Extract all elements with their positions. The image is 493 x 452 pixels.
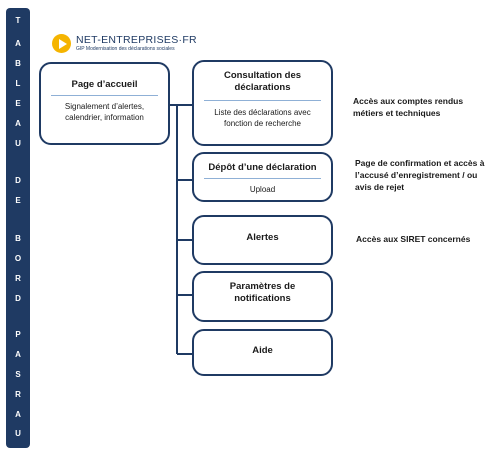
sidebar-letter: D xyxy=(15,176,21,185)
sidebar-letter: A xyxy=(15,39,21,48)
sidebar-letter: T xyxy=(15,16,21,25)
sidebar-letter: S xyxy=(15,370,21,379)
sidebar-letter: L xyxy=(15,79,21,88)
depot-box[interactable]: Dépôt d’une déclaration Upload xyxy=(192,152,333,202)
home-title: Page d’accueil xyxy=(71,79,138,90)
sidebar-letter: P xyxy=(15,330,21,339)
sidebar-letter: R xyxy=(15,390,21,399)
consultation-description: Liste des déclarations avec fonction de … xyxy=(214,108,311,128)
home-description: Signalement d’alertes, calendrier, infor… xyxy=(64,102,145,122)
consultation-separator xyxy=(204,100,321,101)
logo-tagline: GIP Modernisation des déclarations socia… xyxy=(76,46,175,52)
home-box[interactable]: Page d’accueil Signalement d’alertes, ca… xyxy=(39,62,170,145)
consultation-box[interactable]: Consultation des déclarations Liste des … xyxy=(192,60,333,146)
sidebar-letter: D xyxy=(15,294,21,303)
parametres-title: Paramètres de notifications xyxy=(229,281,296,304)
parametres-box[interactable]: Paramètres de notifications xyxy=(192,271,333,322)
sidebar-letter: R xyxy=(15,274,21,283)
depot-description: Upload xyxy=(249,185,276,194)
sidebar-letter: U xyxy=(15,139,21,148)
sidebar-letter: E xyxy=(15,99,21,108)
sidebar-letter: A xyxy=(15,350,21,359)
home-separator xyxy=(51,95,158,96)
alertes-note: Accès aux SIRET concernés xyxy=(356,234,471,244)
sidebar-letter: E xyxy=(15,196,21,205)
sidebar-letter: B xyxy=(15,234,21,243)
sidebar-banner: T A B L E A U D E B O R D P A S R A U xyxy=(6,8,30,448)
depot-note: Page de confirmation et accès à l’accusé… xyxy=(355,158,485,192)
logo-name: NET-ENTREPRISES·FR xyxy=(76,34,197,46)
sidebar-letter: B xyxy=(15,59,21,68)
alertes-title: Alertes xyxy=(246,232,279,243)
consultation-title: Consultation des déclarations xyxy=(223,70,302,93)
play-icon xyxy=(52,34,71,53)
sidebar-letter: O xyxy=(14,254,22,263)
net-entreprises-logo: NET-ENTREPRISES·FR GIP Modernisation des… xyxy=(52,33,212,55)
aide-box[interactable]: Aide xyxy=(192,329,333,376)
aide-title: Aide xyxy=(252,345,273,356)
sidebar-letter: A xyxy=(15,119,21,128)
alertes-box[interactable]: Alertes xyxy=(192,215,333,265)
depot-title: Dépôt d’une déclaration xyxy=(208,162,317,173)
consultation-note: Accès aux comptes rendus métiers et tech… xyxy=(353,96,464,118)
depot-separator xyxy=(204,178,321,179)
sidebar-letter: U xyxy=(15,429,21,438)
sidebar-letter: A xyxy=(15,410,21,419)
